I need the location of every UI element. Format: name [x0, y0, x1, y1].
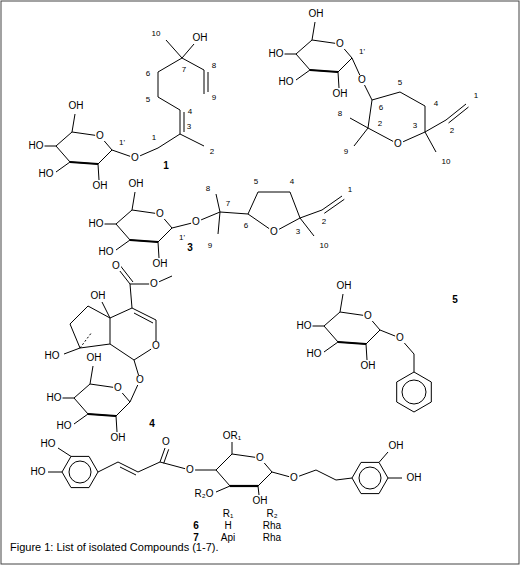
position-number: 7 — [225, 200, 231, 208]
atom-label: O — [149, 279, 159, 289]
atom-label: O — [255, 453, 265, 463]
atom-label: OH — [252, 496, 269, 506]
atom-label: HO — [56, 421, 73, 431]
atom-label: OH — [406, 473, 423, 483]
atom-label: O — [191, 217, 201, 227]
position-number: 10 — [441, 158, 452, 166]
atom-label: OH — [308, 9, 325, 19]
position-number: 10 — [151, 30, 162, 38]
atom-label: HO — [98, 247, 115, 257]
compound-number: 4 — [148, 419, 156, 429]
position-number: 2 — [449, 127, 455, 135]
table-cell: Rha — [262, 533, 282, 543]
position-number: 1 — [473, 92, 479, 100]
atom-label: OH — [92, 181, 109, 191]
atom-label: O — [151, 341, 161, 351]
table-cell: R₂ — [265, 509, 278, 519]
atom-label: HO — [278, 77, 295, 87]
position-number: 8 — [337, 110, 343, 118]
position-number: 6 — [243, 222, 249, 230]
bonds — [48, 40, 469, 495]
position-number: 6 — [145, 70, 151, 78]
position-number: 5 — [253, 178, 259, 186]
position-number: 4 — [289, 178, 295, 186]
figure-caption: Figure 1: List of isolated Compounds (1-… — [10, 541, 219, 554]
position-number: 4 — [187, 108, 193, 116]
atom-label: O — [357, 75, 367, 85]
atom-label: R₂O — [194, 489, 215, 499]
atom-label: OH — [152, 259, 169, 269]
atom-label: HO — [306, 349, 323, 359]
position-number: 8 — [205, 185, 211, 193]
atom-label: OH — [90, 291, 107, 301]
compound-number: 6 — [192, 521, 200, 531]
atom-label: OH — [128, 179, 145, 189]
atom-label: OR₁ — [222, 431, 242, 441]
atom-label: OH — [86, 353, 103, 363]
position-number: 2 — [377, 120, 383, 128]
atom-label: OH — [336, 281, 353, 291]
atom-label: OH — [68, 101, 85, 111]
position-number: 1 — [151, 134, 157, 142]
compound-number: 5 — [451, 295, 459, 305]
position-number: 3 — [412, 122, 418, 130]
atom-label: O — [269, 227, 279, 237]
atom-label: OH — [388, 441, 405, 451]
atom-label: O — [155, 209, 165, 219]
atom-label: HO — [40, 439, 57, 449]
atom-label: O — [335, 39, 345, 49]
table-cell: Rha — [262, 521, 282, 531]
position-number: 2 — [209, 148, 215, 156]
sugar-rings — [44, 22, 380, 432]
atom-label: HO — [88, 219, 105, 229]
position-number: 6 — [378, 104, 384, 112]
position-number: 1' — [178, 234, 186, 242]
atom-label: HO — [268, 49, 285, 59]
atom-label: HO — [30, 467, 47, 477]
atom-label: HO — [46, 393, 63, 403]
position-number: 2 — [321, 218, 327, 226]
atom-label: O — [161, 437, 171, 447]
position-number: 9 — [343, 148, 349, 156]
atom-label: O — [289, 473, 299, 483]
table-cell: R₁ — [222, 509, 235, 519]
compound-number: 3 — [186, 243, 194, 253]
atom-label: HO — [38, 169, 55, 179]
atom-label: OH — [110, 433, 127, 443]
position-number: 1' — [118, 139, 126, 147]
position-number: 7 — [181, 66, 187, 74]
compound-number: 1 — [162, 161, 170, 171]
position-number: 9 — [211, 94, 217, 102]
atom-label: OH — [332, 89, 349, 99]
position-number: 1' — [358, 48, 366, 56]
position-number: 3 — [295, 228, 301, 236]
atom-label: OH — [192, 33, 209, 43]
atom-label: O — [393, 139, 403, 149]
table-cell: Api — [220, 533, 236, 543]
atom-label: O — [185, 465, 195, 475]
atom-label: HO — [28, 141, 45, 151]
position-number: 1 — [347, 186, 353, 194]
atom-label: O — [135, 375, 145, 385]
position-number: 5 — [145, 96, 151, 104]
atom-label: HO — [44, 351, 61, 361]
atom-label: O — [395, 333, 405, 343]
atom-label: O — [113, 383, 123, 393]
atom-label: O — [363, 311, 373, 321]
position-number: 8 — [211, 62, 217, 70]
atom-label: OH — [360, 361, 377, 371]
position-number: 10 — [319, 242, 330, 250]
position-number: 3 — [186, 123, 192, 131]
position-number: 4 — [433, 100, 439, 108]
position-number: 5 — [397, 79, 403, 87]
table-cell: H — [223, 521, 232, 531]
position-number: 9 — [207, 242, 213, 250]
atom-label: O — [130, 153, 140, 163]
atom-label: O — [111, 261, 121, 271]
atom-label: HO — [296, 321, 313, 331]
atom-label: O — [95, 131, 105, 141]
